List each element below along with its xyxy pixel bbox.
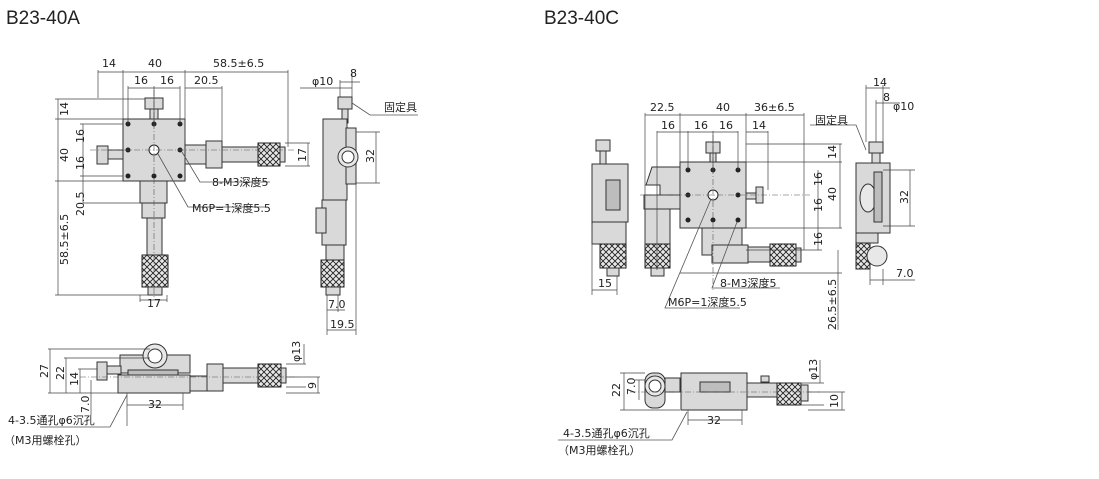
micrometer-knurl — [141, 254, 169, 288]
dim-label: 7.0 — [896, 267, 914, 280]
dim-label: 22 — [54, 366, 67, 380]
dim-label: 58.5±6.5 — [58, 214, 71, 265]
dim-label: 14 — [102, 57, 116, 70]
dim-label: 40 — [716, 101, 730, 114]
b23-40a-top-view: 14 40 58.5±6.5 16 16 20.5 14 40 16 16 20… — [55, 57, 310, 310]
dim-label: 16 — [134, 74, 148, 87]
dim-label: 16 — [694, 119, 708, 132]
callout-label: 固定具 — [384, 100, 417, 114]
callout-label: 固定具 — [815, 113, 848, 127]
dim-label: φ10 — [312, 75, 333, 88]
dim-label: 26.5±6.5 — [826, 279, 839, 330]
micrometer-knurl — [257, 142, 281, 167]
dim-label: 10 — [828, 394, 841, 408]
dim-label: 32 — [898, 190, 911, 204]
drawing-title-b23-40c: B23-40C — [544, 8, 619, 29]
dim-label: 36±6.5 — [754, 101, 795, 114]
dim-label: 40 — [58, 148, 71, 162]
b23-40c-top-view: 22.5 40 36±6.5 16 16 16 14 14 16 40 16 1… — [640, 101, 842, 330]
dim-label: 19.5 — [330, 318, 355, 331]
callout-label: 8-M3深度5 — [720, 276, 776, 290]
dim-label: 17 — [296, 148, 309, 162]
dim-label: 16 — [812, 198, 825, 212]
dim-label: 16 — [74, 129, 87, 143]
dim-label: 8 — [350, 67, 357, 80]
dim-label: 16 — [812, 172, 825, 186]
dim-label: 14 — [752, 119, 766, 132]
dim-label: 15 — [598, 277, 612, 290]
dim-label: 7.0 — [79, 396, 92, 414]
b23-40a-side-view: φ10 8 32 7.0 19.5 固定具 — [300, 67, 418, 335]
dim-label: 16 — [812, 232, 825, 246]
callout-label: 8-M3深度5 — [212, 175, 268, 189]
dim-label: 7.0 — [328, 298, 346, 311]
dim-label: 16 — [74, 156, 87, 170]
dim-label: 8 — [883, 91, 890, 104]
b23-40c-front-view: 22 7.0 32 φ13 10 4-3.5通孔φ6沉孔 （M3用螺栓孔） — [558, 359, 845, 457]
dim-label: 17 — [147, 297, 161, 310]
note-label: 4-3.5通孔φ6沉孔 — [8, 414, 95, 427]
mounting-holes — [685, 167, 741, 223]
dim-label: 27 — [38, 364, 51, 378]
dim-label: 40 — [826, 187, 839, 201]
dim-label: 16 — [160, 74, 174, 87]
dim-label: φ13 — [807, 359, 820, 380]
dim-label: 14 — [58, 102, 71, 116]
dim-label: 9 — [306, 382, 319, 389]
callout-label: M6P=1深度5.5 — [668, 295, 747, 309]
dim-label: 32 — [148, 398, 162, 411]
lock-knob — [96, 145, 109, 165]
b23-40a-front-view: 27 22 14 7.0 32 φ13 9 4-3.5通孔φ6沉孔 （M3用螺栓… — [4, 341, 320, 447]
dim-label: 40 — [148, 57, 162, 70]
dim-label: 20.5 — [194, 74, 219, 87]
dim-label: 32 — [364, 149, 377, 163]
dim-label: 20.5 — [74, 192, 87, 217]
dim-label: 32 — [707, 414, 721, 427]
b23-40c-left-side-view: 15 — [591, 139, 629, 295]
dim-label: 22.5 — [650, 101, 675, 114]
dim-label: 7.0 — [625, 378, 638, 396]
dim-label: φ10 — [893, 100, 914, 113]
note-label: （M3用螺栓孔） — [4, 433, 87, 447]
callout-label: M6P=1深度5.5 — [192, 201, 271, 215]
dim-label: 16 — [719, 119, 733, 132]
dim-label: 58.5±6.5 — [213, 57, 264, 70]
dim-label: 14 — [826, 145, 839, 159]
b23-40c-side-view: 14 8 φ10 32 7.0 固定具 — [810, 76, 915, 285]
note-label: 4-3.5通孔φ6沉孔 — [563, 427, 650, 440]
dim-label: 14 — [873, 76, 887, 89]
drawing-title-b23-40a: B23-40A — [6, 8, 80, 29]
dim-label: 16 — [661, 119, 675, 132]
note-label: （M3用螺栓孔） — [558, 443, 641, 457]
dim-label: 22 — [610, 383, 623, 397]
dim-label: φ13 — [290, 341, 303, 362]
dim-label: 14 — [68, 372, 81, 386]
